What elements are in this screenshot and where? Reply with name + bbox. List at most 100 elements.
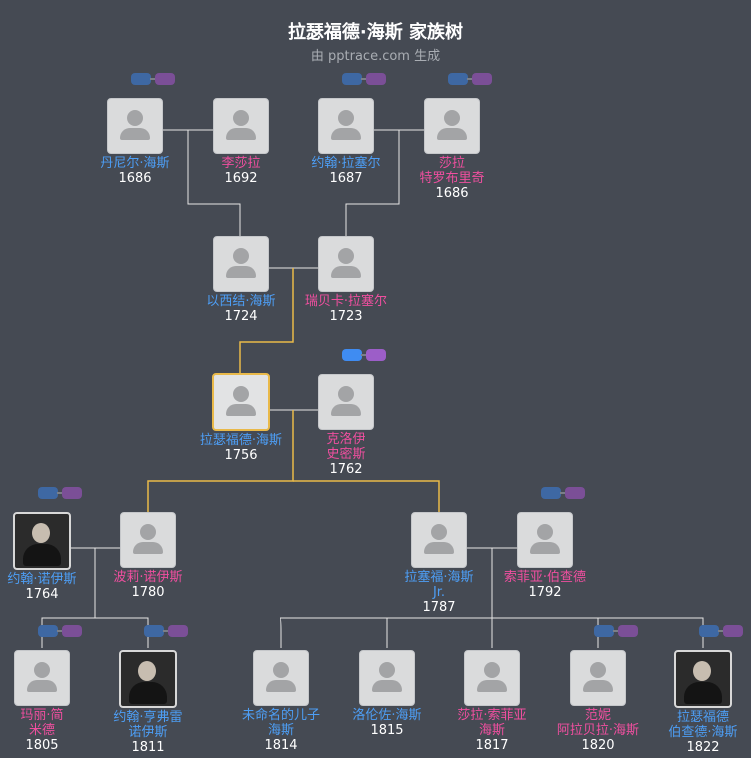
person-name[interactable]: 拉塞福·海斯 Jr. [404, 570, 474, 600]
expand-toggle[interactable] [594, 625, 638, 638]
page-subtitle: 由 pptrace.com 生成 [310, 49, 441, 64]
person-node-focus[interactable]: 拉瑟福德·海斯 1756 [186, 373, 296, 464]
avatar-placeholder[interactable] [464, 650, 520, 706]
show-mother-toggle[interactable] [366, 73, 386, 85]
expand-toggle[interactable] [38, 625, 82, 638]
person-name[interactable]: 莎拉·索菲亚 海斯 [457, 708, 527, 738]
avatar-placeholder[interactable] [14, 650, 70, 706]
expand-toggle[interactable] [448, 73, 492, 86]
person-name[interactable]: 洛伦佐·海斯 [352, 708, 422, 723]
person-name[interactable]: 约翰·亨弗雷 诺伊斯 [113, 710, 183, 740]
person-node[interactable]: 约翰·拉塞尔 1687 [291, 98, 401, 187]
person-node[interactable]: 索菲亚·伯查德 1792 [490, 512, 600, 601]
show-father-toggle[interactable] [144, 625, 164, 637]
person-name[interactable]: 拉瑟福德 伯查德·海斯 [668, 710, 738, 740]
portrait-face-icon [693, 661, 711, 681]
person-name[interactable]: 李莎拉 [221, 156, 261, 171]
person-name[interactable]: 索菲亚·伯查德 [503, 570, 587, 585]
person-name[interactable]: 瑞贝卡·拉塞尔 [304, 294, 388, 309]
expand-toggle[interactable] [342, 73, 386, 86]
person-node[interactable]: 莎拉·索菲亚 海斯 1817 [437, 650, 547, 754]
person-year: 1792 [528, 585, 562, 600]
person-node[interactable]: 未命名的儿子 海斯 1814 [226, 650, 336, 754]
avatar-placeholder[interactable] [253, 650, 309, 706]
person-year: 1811 [131, 740, 165, 755]
person-node[interactable]: 李莎拉 1692 [186, 98, 296, 187]
person-name[interactable]: 莎拉 特罗布里奇 [419, 156, 485, 186]
expand-toggle[interactable] [144, 625, 188, 638]
show-mother-toggle[interactable] [472, 73, 492, 85]
person-node[interactable]: 约翰·亨弗雷 诺伊斯 1811 [93, 650, 203, 756]
show-father-toggle[interactable] [342, 349, 362, 361]
show-mother-toggle[interactable] [565, 487, 585, 499]
show-father-toggle[interactable] [594, 625, 614, 637]
avatar-placeholder[interactable] [318, 236, 374, 292]
avatar-placeholder[interactable] [213, 236, 269, 292]
person-node[interactable]: 拉瑟福德 伯查德·海斯 1822 [648, 650, 751, 756]
person-year: 1820 [581, 738, 615, 753]
expand-toggle[interactable] [131, 73, 175, 86]
toggle-link [163, 630, 169, 632]
show-father-toggle[interactable] [131, 73, 151, 85]
avatar-placeholder[interactable] [411, 512, 467, 568]
avatar-placeholder[interactable] [120, 512, 176, 568]
person-name[interactable]: 丹尼尔·海斯 [100, 156, 170, 171]
avatar-placeholder[interactable] [359, 650, 415, 706]
person-node[interactable]: 莎拉 特罗布里奇 1686 [397, 98, 507, 202]
expand-toggle[interactable] [541, 487, 585, 500]
show-mother-toggle[interactable] [618, 625, 638, 637]
avatar-placeholder[interactable] [424, 98, 480, 154]
person-icon [34, 662, 50, 678]
person-icon [233, 110, 249, 126]
portrait-face-icon [32, 523, 50, 543]
person-year: 1686 [118, 171, 152, 186]
show-mother-toggle[interactable] [155, 73, 175, 85]
person-year: 1687 [329, 171, 363, 186]
show-mother-toggle[interactable] [366, 349, 386, 361]
person-name[interactable]: 范妮 阿拉贝拉·海斯 [556, 708, 640, 738]
show-father-toggle[interactable] [342, 73, 362, 85]
avatar-placeholder[interactable] [318, 98, 374, 154]
show-mother-toggle[interactable] [62, 487, 82, 499]
person-node[interactable]: 波莉·诺伊斯 1780 [93, 512, 203, 601]
portrait-photo[interactable] [119, 650, 177, 708]
person-name[interactable]: 拉瑟福德·海斯 [199, 433, 283, 448]
person-node[interactable]: 洛伦佐·海斯 1815 [332, 650, 442, 739]
person-name[interactable]: 玛丽·简 米德 [20, 708, 64, 738]
avatar-placeholder[interactable] [318, 374, 374, 430]
avatar-placeholder[interactable] [570, 650, 626, 706]
person-node[interactable]: 以西结·海斯 1724 [186, 236, 296, 325]
show-father-toggle[interactable] [448, 73, 468, 85]
person-node[interactable]: 约翰·诺伊斯 1764 [0, 512, 97, 603]
person-icon [338, 386, 354, 402]
person-node[interactable]: 玛丽·简 米德 1805 [0, 650, 97, 754]
person-icon [226, 266, 256, 278]
person-node[interactable]: 范妮 阿拉贝拉·海斯 1820 [543, 650, 653, 754]
expand-toggle[interactable] [342, 349, 386, 362]
person-name[interactable]: 克洛伊 史密斯 [326, 432, 366, 462]
show-father-toggle[interactable] [699, 625, 719, 637]
avatar-placeholder[interactable] [107, 98, 163, 154]
person-name[interactable]: 波莉·诺伊斯 [113, 570, 183, 585]
person-node[interactable]: 克洛伊 史密斯 1762 [291, 374, 401, 478]
show-father-toggle[interactable] [38, 625, 58, 637]
expand-toggle[interactable] [699, 625, 743, 638]
person-name[interactable]: 约翰·诺伊斯 [7, 572, 77, 587]
show-mother-toggle[interactable] [723, 625, 743, 637]
portrait-photo[interactable] [13, 512, 71, 570]
person-name[interactable]: 以西结·海斯 [206, 294, 276, 309]
person-node[interactable]: 瑞贝卡·拉塞尔 1723 [291, 236, 401, 325]
expand-toggle[interactable] [38, 487, 82, 500]
avatar-placeholder-selected[interactable] [212, 373, 270, 431]
show-mother-toggle[interactable] [168, 625, 188, 637]
person-node[interactable]: 拉塞福·海斯 Jr. 1787 [384, 512, 494, 616]
person-node[interactable]: 丹尼尔·海斯 1686 [80, 98, 190, 187]
show-mother-toggle[interactable] [62, 625, 82, 637]
avatar-placeholder[interactable] [213, 98, 269, 154]
show-father-toggle[interactable] [541, 487, 561, 499]
avatar-placeholder[interactable] [517, 512, 573, 568]
portrait-photo[interactable] [674, 650, 732, 708]
show-father-toggle[interactable] [38, 487, 58, 499]
person-name[interactable]: 未命名的儿子 海斯 [241, 708, 320, 738]
person-name[interactable]: 约翰·拉塞尔 [311, 156, 381, 171]
